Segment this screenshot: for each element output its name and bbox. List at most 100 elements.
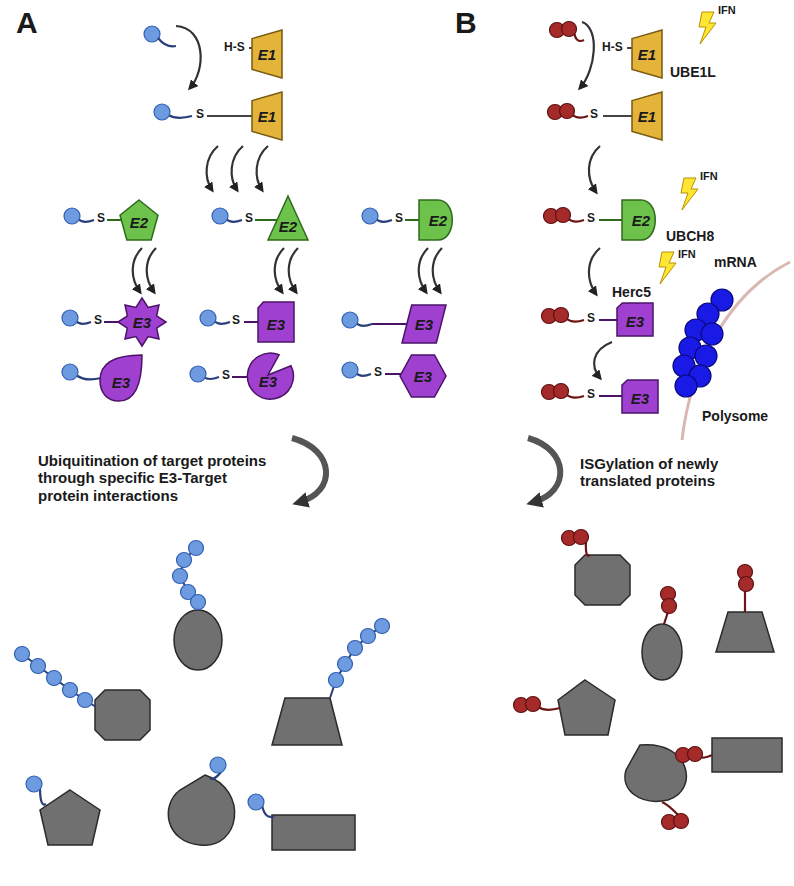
enzyme-outline-path bbox=[268, 196, 308, 240]
enzyme-outline-path bbox=[622, 200, 655, 240]
enzyme-outline-path bbox=[258, 302, 294, 342]
thioester-label: S bbox=[395, 212, 403, 226]
enzyme-name: E3 bbox=[414, 369, 432, 384]
enzyme-name: E2 bbox=[279, 219, 297, 234]
thioester-label: S bbox=[587, 212, 595, 226]
thioester-label: S bbox=[222, 369, 230, 383]
enzyme-name: E3 bbox=[631, 391, 649, 406]
target-protein bbox=[575, 555, 630, 605]
thioester-label: S bbox=[245, 212, 253, 226]
ubiquitin bbox=[189, 541, 204, 556]
enzyme-shape: E2 bbox=[120, 200, 158, 240]
ubiquitin bbox=[210, 757, 226, 773]
ubiquitin bbox=[362, 208, 378, 224]
reaction-arrow bbox=[275, 248, 284, 292]
enzyme-shape: E2 bbox=[419, 200, 457, 240]
enzyme-name: E1 bbox=[258, 109, 276, 124]
enzyme-name: UBCH8 bbox=[666, 228, 714, 244]
isg15-tail bbox=[538, 707, 560, 710]
process-caption: ISGylation of newly translated proteins bbox=[580, 455, 780, 490]
enzyme-name: E3 bbox=[626, 314, 644, 329]
isg15-tail bbox=[568, 218, 584, 222]
enzyme-name: E3 bbox=[259, 374, 277, 389]
isg15 bbox=[574, 530, 589, 545]
enzyme-name: E1 bbox=[638, 47, 656, 62]
enzyme-shape: E1 bbox=[252, 92, 282, 140]
reaction-arrow bbox=[257, 146, 268, 190]
isg15 bbox=[556, 208, 571, 223]
reaction-arrow bbox=[176, 26, 201, 88]
enzyme-outline-path bbox=[400, 355, 446, 397]
target-protein bbox=[272, 815, 355, 850]
enzyme-outline-path bbox=[252, 92, 282, 140]
target-protein bbox=[712, 738, 782, 772]
enzyme-outline-path bbox=[632, 92, 662, 140]
isg15 bbox=[739, 577, 754, 592]
ubiquitin bbox=[190, 366, 206, 382]
ubiquitin-tail bbox=[76, 321, 91, 324]
reaction-arrow bbox=[528, 438, 560, 502]
enzyme-name: E1 bbox=[258, 47, 276, 62]
reaction-arrow bbox=[292, 438, 326, 502]
ubiquitin-tail bbox=[376, 219, 392, 222]
ubiquitin bbox=[361, 629, 376, 644]
isg15 bbox=[554, 308, 569, 323]
ifn-lightning bbox=[699, 12, 716, 44]
ubiquitin-tail bbox=[78, 219, 94, 222]
reaction-arrow bbox=[419, 248, 428, 292]
ubiquitin-tail bbox=[204, 377, 219, 379]
isg15 bbox=[526, 697, 541, 712]
ubiquitin bbox=[177, 553, 192, 568]
bond-line bbox=[244, 321, 259, 323]
enzyme-outline-path bbox=[120, 200, 158, 240]
enzyme-name: E1 bbox=[638, 109, 656, 124]
isg15 bbox=[674, 814, 689, 829]
ubiquitin-tail bbox=[262, 805, 274, 817]
ubiquitin bbox=[329, 673, 344, 688]
enzyme-shape: E3 bbox=[402, 305, 446, 343]
isg15-tail bbox=[744, 590, 746, 612]
bond-line bbox=[603, 115, 633, 117]
ifn-label: IFN bbox=[700, 170, 718, 183]
bond-line bbox=[255, 219, 279, 221]
ubiquitin bbox=[342, 312, 358, 328]
ubiquitin bbox=[338, 657, 353, 672]
ubiquitin-tail bbox=[168, 115, 192, 118]
ubiquitin bbox=[64, 208, 80, 224]
enzyme-shape: E3 bbox=[258, 302, 294, 342]
ifn-label: IFN bbox=[718, 4, 736, 17]
enzyme-shape: E3 bbox=[245, 352, 291, 398]
ubiquitin bbox=[375, 619, 390, 634]
thioester-label: S bbox=[590, 108, 598, 122]
enzyme-shape: E3 bbox=[617, 303, 653, 336]
mrna-strand bbox=[682, 262, 790, 440]
thioester-label: S bbox=[97, 212, 105, 226]
thioester-label: S bbox=[94, 314, 102, 328]
ubiquitin-tail bbox=[76, 375, 101, 379]
ifn-lightning bbox=[681, 178, 698, 210]
isg15 bbox=[662, 599, 677, 614]
ubiquitin bbox=[78, 693, 93, 708]
bond-line bbox=[232, 376, 247, 378]
ubiquitin bbox=[62, 364, 78, 380]
enzyme-name: UBE1L bbox=[670, 64, 716, 80]
enzyme-shape: E3 bbox=[118, 298, 166, 346]
target-protein bbox=[174, 610, 222, 670]
ribosome bbox=[675, 375, 697, 397]
ribosome bbox=[695, 345, 717, 367]
thiol-label: H-S bbox=[602, 41, 623, 55]
thioester-label: S bbox=[196, 108, 204, 122]
isg15-tail bbox=[566, 318, 584, 322]
enzyme-outline-path bbox=[247, 353, 293, 399]
ubiquitin bbox=[15, 647, 30, 662]
ribosome bbox=[701, 323, 723, 345]
reaction-arrow bbox=[589, 146, 600, 192]
thioester-label: S bbox=[587, 312, 595, 326]
ubiquitin bbox=[200, 310, 216, 326]
reaction-arrow bbox=[433, 248, 442, 292]
ubiquitin bbox=[47, 671, 62, 686]
bond-line bbox=[405, 219, 419, 221]
enzyme-outline-path bbox=[402, 305, 446, 343]
